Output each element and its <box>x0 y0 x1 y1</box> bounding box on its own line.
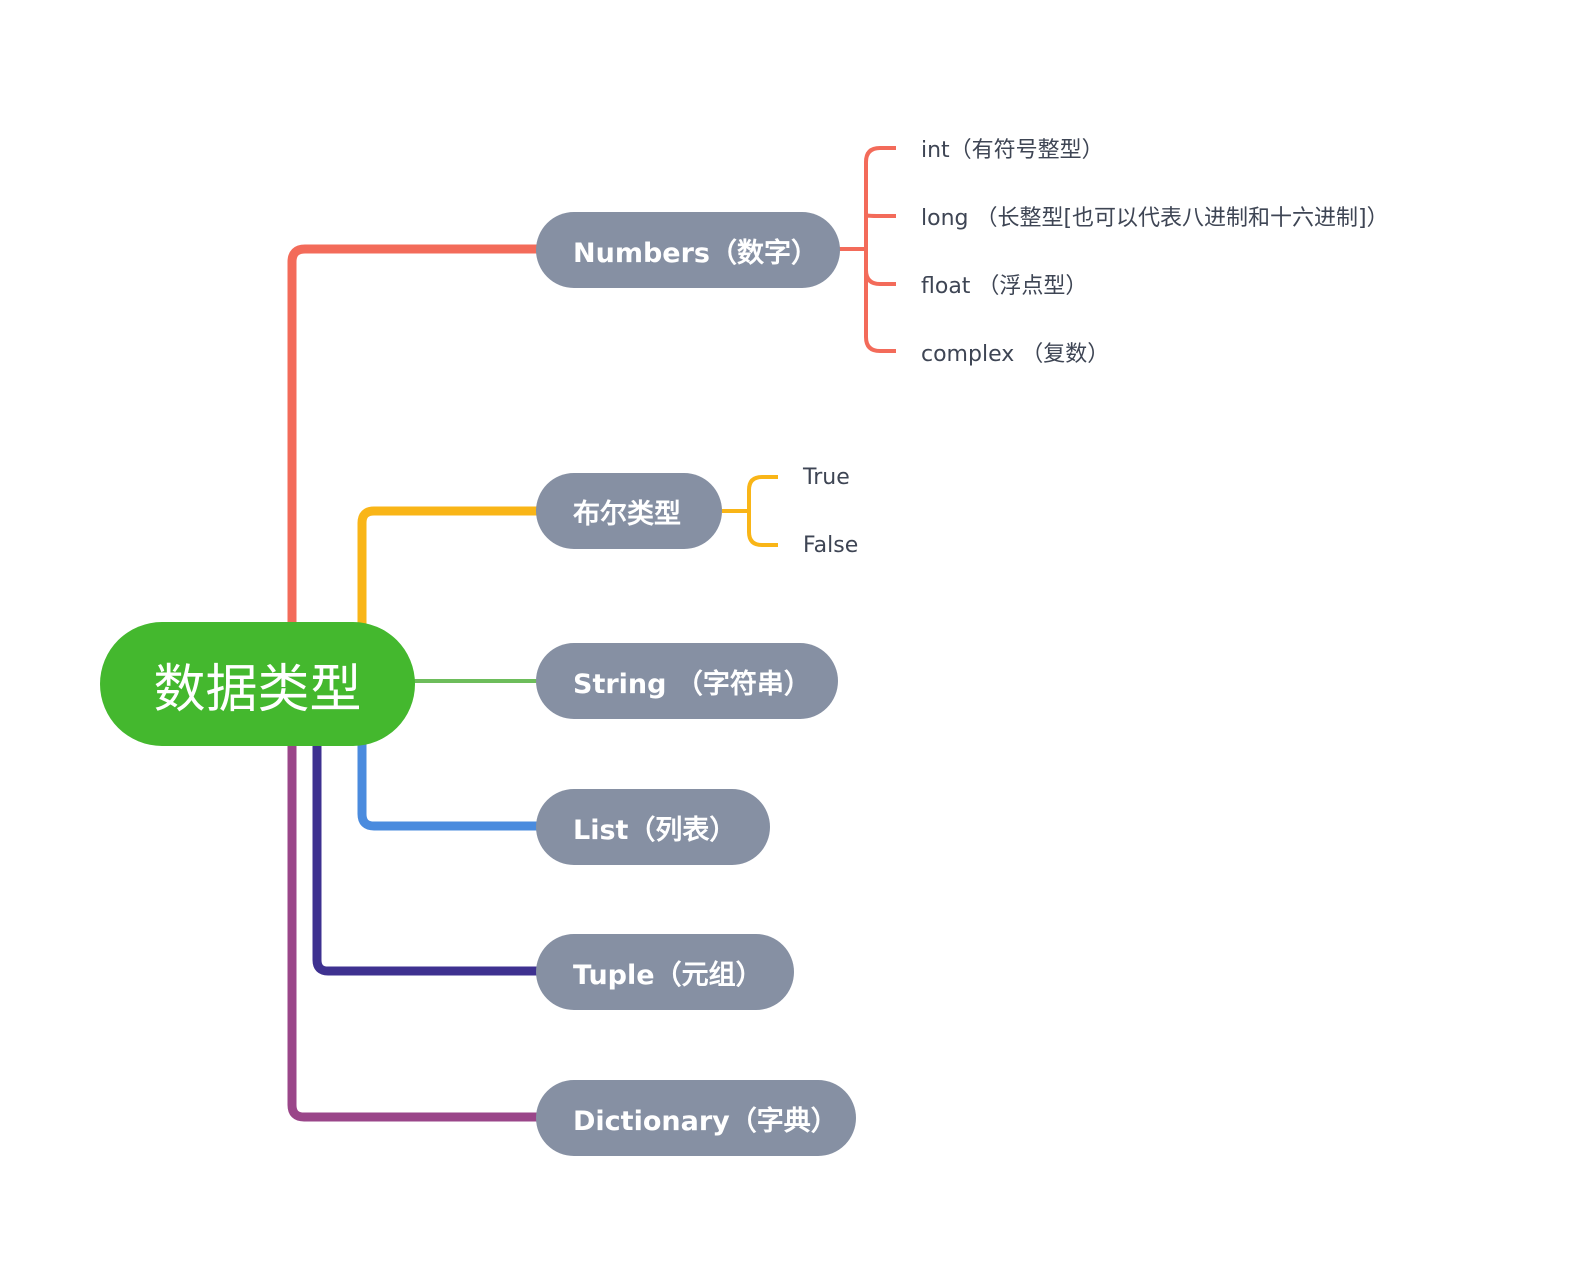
branch-node-numbers[interactable]: Numbers（数字） <box>536 212 840 288</box>
branch-node-list[interactable]: List（列表） <box>536 789 770 865</box>
connector-list <box>357 730 540 831</box>
branch-node-tuple[interactable]: Tuple（元组） <box>536 934 794 1010</box>
connector-boolean <box>357 506 540 640</box>
branch-label-list: List（列表） <box>573 814 737 846</box>
branch-node-dictionary[interactable]: Dictionary（字典） <box>536 1080 856 1156</box>
bracket-numbers-children <box>864 146 896 353</box>
leaf-label-true: True <box>803 464 850 490</box>
leaf-node-long[interactable]: long （长整型[也可以代表八进制和十六进制]） <box>921 196 1389 236</box>
leaf-label-float: float （浮点型） <box>921 274 1088 299</box>
branch-node-boolean[interactable]: 布尔类型 <box>536 473 722 549</box>
leaf-label-int: int（有符号整型） <box>921 138 1104 163</box>
leaf-node-int[interactable]: int（有符号整型） <box>921 128 1104 168</box>
leaf-label-complex: complex （复数） <box>921 342 1110 367</box>
branch-label-dictionary: Dictionary（字典） <box>573 1105 838 1137</box>
branch-node-string[interactable]: String （字符串） <box>536 643 838 719</box>
root-label: 数据类型 <box>153 659 362 720</box>
connector-tuple <box>312 730 540 976</box>
branch-label-numbers: Numbers（数字） <box>573 237 818 269</box>
branch-label-boolean: 布尔类型 <box>573 498 681 530</box>
connector-dictionary <box>287 730 540 1122</box>
leaf-node-true[interactable]: True <box>803 457 850 497</box>
leaf-label-long: long （长整型[也可以代表八进制和十六进制]） <box>921 206 1389 231</box>
connector-numbers <box>287 244 540 640</box>
leaf-node-float[interactable]: float （浮点型） <box>921 264 1087 304</box>
leaf-node-complex[interactable]: complex （复数） <box>921 332 1109 372</box>
branch-label-tuple: Tuple（元组） <box>573 959 763 991</box>
branch-label-string: String （字符串） <box>573 668 811 700</box>
leaf-node-false[interactable]: False <box>803 525 858 565</box>
root-node[interactable]: 数据类型 <box>100 622 415 746</box>
bracket-boolean-children <box>722 475 778 547</box>
leaf-label-false: False <box>803 532 859 558</box>
